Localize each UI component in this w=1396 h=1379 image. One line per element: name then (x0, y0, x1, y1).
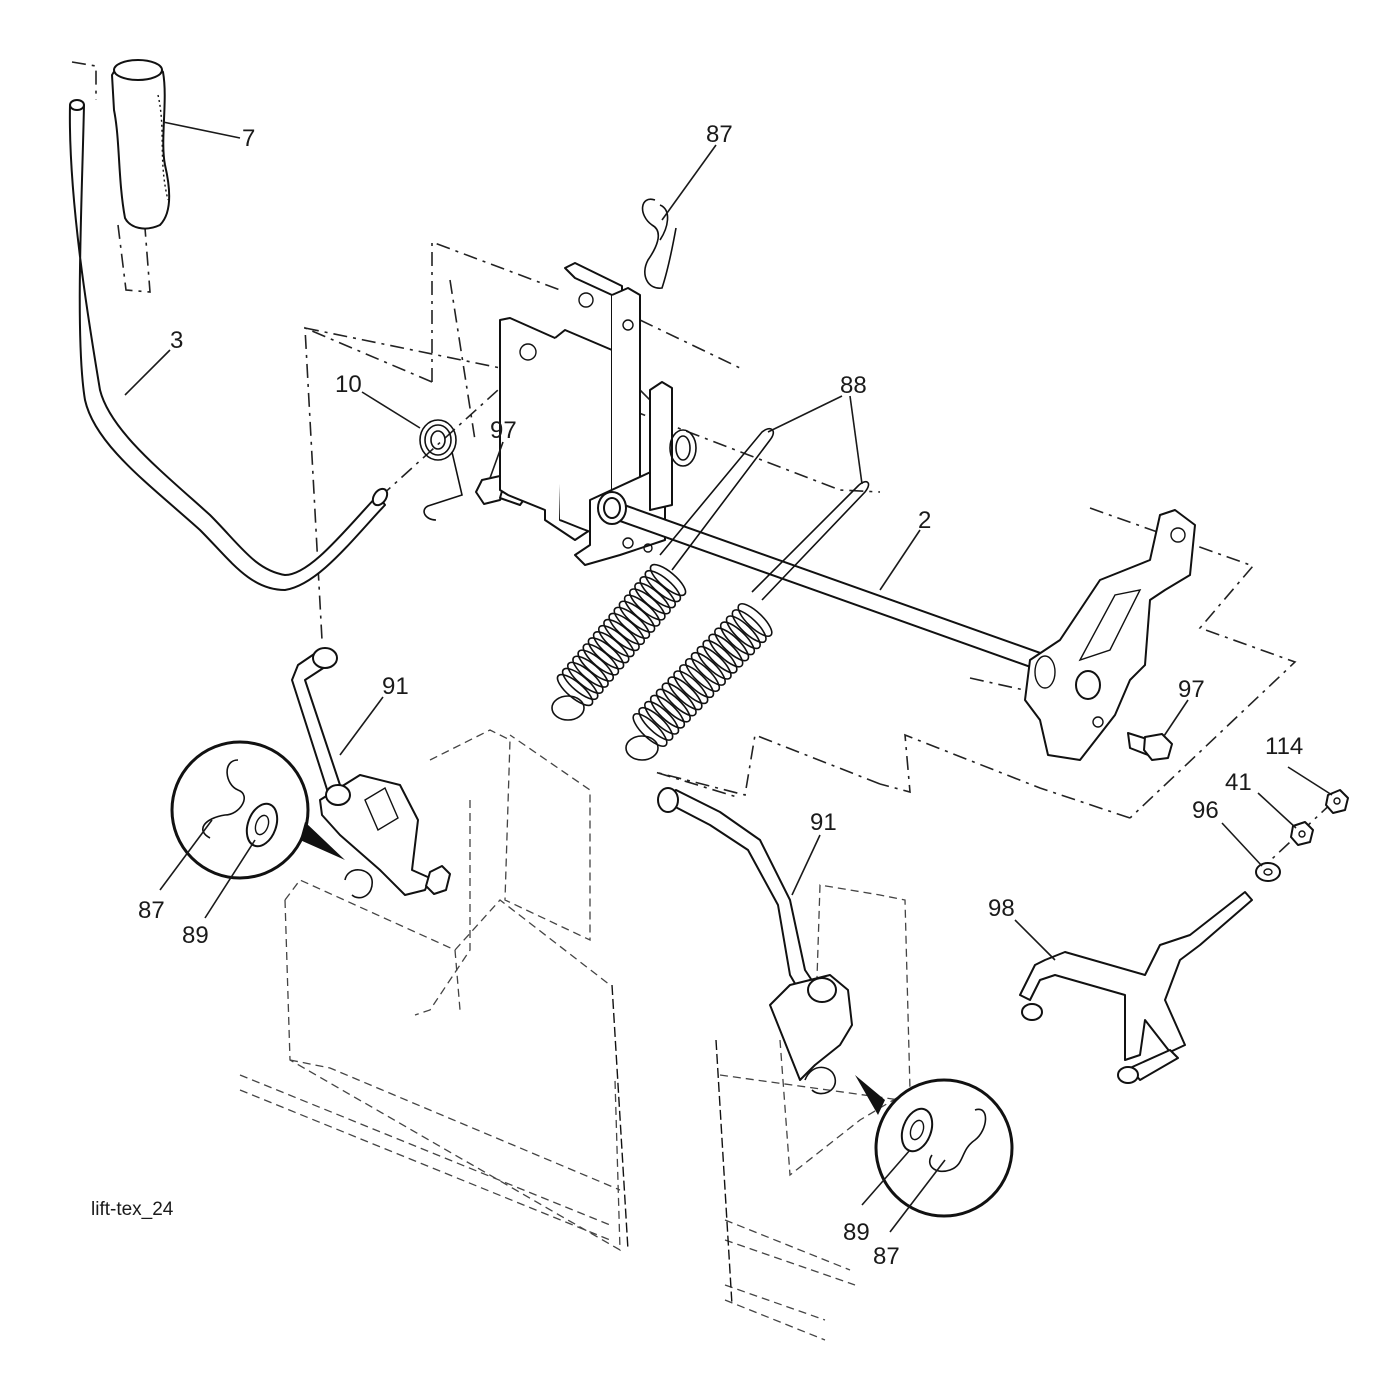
right-arm-bracket (1024, 509, 1196, 761)
handle-grip (111, 59, 171, 230)
callout-96: 96 (1192, 797, 1219, 824)
spring-coil (649, 694, 686, 729)
callout-2: 2 (918, 507, 931, 534)
callout-91-right: 91 (810, 809, 837, 836)
spring-coil (661, 682, 697, 717)
lift-link-right (657, 787, 853, 1095)
callout-98: 98 (988, 895, 1015, 922)
spring-coil (644, 569, 682, 603)
spring-coil (719, 621, 756, 656)
spring-coil (708, 633, 744, 668)
spring-coil (731, 609, 767, 644)
detail-view-right (855, 1075, 1014, 1218)
spring-coil (684, 658, 721, 692)
callout-88: 88 (840, 372, 867, 399)
callout-89-left: 89 (182, 922, 209, 949)
spring-coil (667, 676, 703, 711)
lift-lever (68, 99, 389, 591)
spring-coil (702, 639, 738, 674)
callout-97-left: 97 (490, 417, 517, 444)
spring-coil (638, 706, 674, 741)
lift-link-left (291, 647, 451, 899)
spring-coil (655, 688, 691, 723)
callout-91-left: 91 (382, 673, 409, 700)
detail-view-left (170, 740, 345, 880)
callout-7: 7 (242, 125, 255, 152)
spring-coil (696, 645, 732, 680)
callout-10: 10 (335, 371, 362, 398)
spring-coil (714, 627, 750, 662)
leader-lines (124, 121, 1333, 1233)
bolt-right (1127, 732, 1173, 761)
callout-labels: 7 87 3 10 97 88 2 91 97 114 41 96 91 98 … (138, 121, 1303, 1270)
callout-97-right: 97 (1178, 676, 1205, 703)
bracket-98 (1019, 891, 1253, 1084)
spring-wires (659, 428, 870, 601)
torsion-spring (419, 419, 463, 521)
spring-coil (725, 615, 761, 650)
spring-coil (673, 670, 709, 705)
callout-89-right: 89 (843, 1219, 870, 1246)
spring-coil (649, 563, 687, 597)
spring-coil (644, 700, 680, 735)
callout-87-top: 87 (706, 121, 733, 148)
frame-outline (239, 729, 911, 1341)
spring-coil (690, 651, 726, 686)
callout-87-left: 87 (138, 897, 165, 924)
spring-coil (679, 664, 715, 699)
callout-41: 41 (1225, 769, 1252, 796)
spring-coil (737, 603, 773, 637)
callout-3: 3 (170, 327, 183, 354)
nut-hardware (1255, 789, 1349, 882)
extension-springs (551, 563, 773, 761)
diagram-id: lift-tex_24 (91, 1199, 174, 1220)
callout-114: 114 (1265, 733, 1303, 760)
callout-87-right: 87 (873, 1243, 900, 1270)
hairpin-clip-top (641, 198, 677, 289)
